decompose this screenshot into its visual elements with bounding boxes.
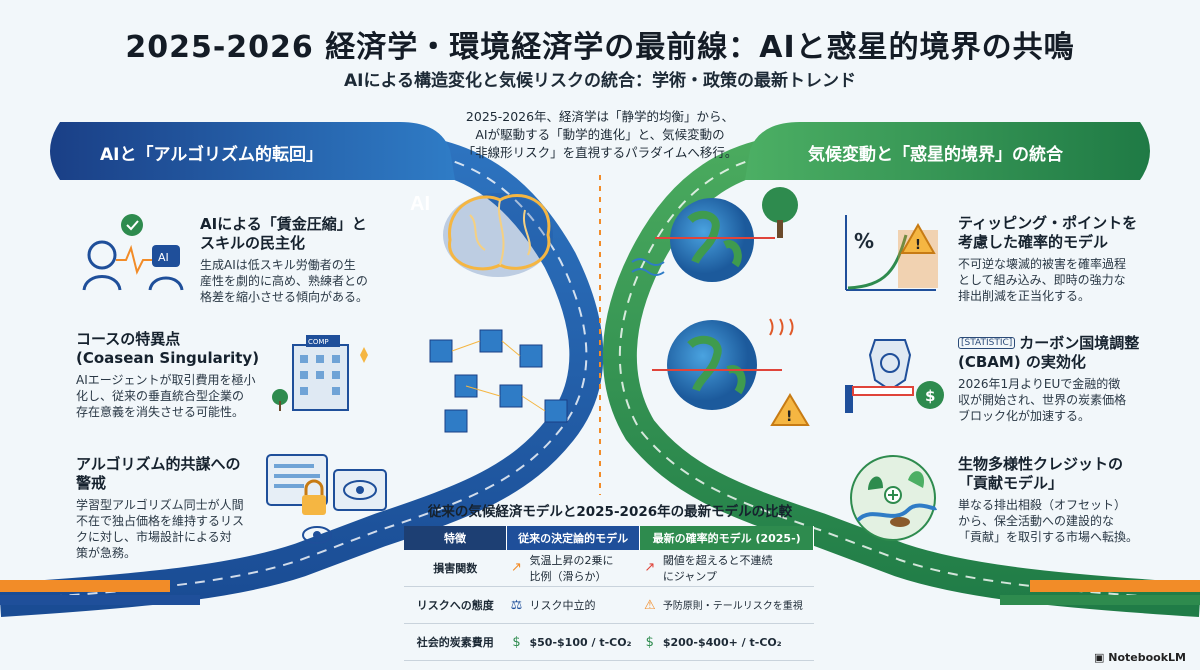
intro-text: 2025-2026年、経済学は「静学的均衡」から、 AIが駆動する「動学的進化」… (450, 108, 750, 162)
statistic-tag: [STATISTIC] (958, 337, 1016, 349)
item-title: コースの特異点 (Coasean Singularity) (76, 330, 260, 367)
waves-icon (631, 258, 665, 276)
item-body: AIエージェントが取引費用を極小 化し、従来の垂直統合型企業の 存在意義を消失さ… (76, 373, 256, 419)
blockchain-network-icon (429, 329, 568, 433)
biodiversity-icon (838, 450, 948, 545)
scale-icon: ⚖ (510, 598, 523, 613)
right-banner-shape (745, 122, 1150, 180)
item-title: 生物多様性クレジットの 「貢献モデル」 (958, 455, 1124, 492)
heat-icon (769, 318, 794, 336)
left-banner-shape (50, 122, 455, 180)
page-subtitle: AIによる構造変化と気候リスクの統合：学術・政策の最新トレンド (344, 71, 856, 91)
row-label: 損害関数 (404, 550, 507, 587)
item-body: 単なる排出相殺（オフセット） から、保全活動への建設的な 「貢献」を取引する市場… (958, 498, 1139, 544)
svg-text:!: ! (786, 409, 792, 425)
intro-line: AIが駆動する「動学的進化」と、気候変動の (475, 127, 725, 142)
left-banner-title: AIと「アルゴリズム的転回」 (100, 145, 323, 165)
row-label: 社会的炭素費用 (404, 623, 507, 661)
item-title: AIによる「賃金圧縮」と スキルの民主化 (200, 215, 367, 252)
left-item-wage-compression: AIによる「賃金圧縮」と スキルの民主化 生成AIは低スキル労働者の生 産性を劇… (200, 215, 400, 305)
carbon-border-icon: $ (840, 335, 950, 420)
warning-icon: ⚠ (643, 598, 656, 613)
percent-label: % (854, 229, 874, 253)
item-title: カーボン国境調整 (CBAM) の実効化 (958, 334, 1140, 371)
comparison-title: 従来の気候経済モデルと2025-2026年の最新モデルの比較 (427, 504, 793, 520)
dollar-label: $ (925, 387, 935, 405)
intro-line: 「非線形リスク」を直視するパラダイムへ移行。 (462, 145, 738, 160)
right-banner-title: 気候変動と「惑星的境界」の統合 (808, 145, 1063, 165)
comp-sign-label: COMP (308, 338, 329, 346)
left-item-coasean-singularity: コースの特異点 (Coasean Singularity) AIエージェントが取… (76, 330, 266, 420)
brain-icon (443, 193, 553, 277)
right-item-cbam: [STATISTIC]カーボン国境調整 (CBAM) の実効化 2026年1月よ… (958, 334, 1188, 424)
table-header: 従来の決定論的モデル (506, 526, 641, 550)
footer-label: NotebookLM (1108, 651, 1186, 664)
table-header: 特徴 (404, 526, 507, 550)
bottom-stripe-right (1030, 580, 1200, 592)
ai-road-label: AI (410, 193, 430, 215)
svg-text:!: ! (915, 238, 921, 253)
item-title: ティッピング・ポイントを 考慮した確率的モデル (958, 214, 1138, 251)
ai-badge-label: AI (158, 251, 169, 264)
right-item-tipping-point: ティッピング・ポイントを 考慮した確率的モデル 不可逆な壊滅的被害を確率過程 と… (958, 214, 1188, 304)
tree-icon (762, 187, 798, 238)
money-stack-icon: $ (645, 634, 654, 650)
left-item-algorithmic-collusion: アルゴリズム的共謀への 警戒 学習型アルゴリズム同士が人間 不在で独占価格を維持… (76, 455, 256, 561)
item-body: 不可逆な壊滅的被害を確率過程 として組み込み、即時の強力な 排出削減を正当化する… (958, 257, 1127, 303)
table-row: 損害関数 ↗ 気温上昇の2乗に 比例（滑らか） ↗ 閾値を超えると不連続 にジャンプ (404, 550, 814, 587)
table-header: 最新の確率的モデル (2025-) (639, 526, 814, 550)
trend-jump-icon: ↗ (644, 560, 656, 575)
dollar-coin-icon: $ (512, 634, 521, 650)
tipping-point-chart-icon: % ! (836, 210, 946, 300)
intro-line: 2025-2026年、経済学は「静学的均衡」から、 (465, 109, 735, 124)
bottom-stripe-left (0, 580, 170, 592)
algorithm-surveillance-icon (262, 450, 392, 550)
trend-smooth-icon: ↗ (511, 560, 522, 575)
comparison-table: 特徴 従来の決定論的モデル 最新の確率的モデル (2025-) 損害関数 ↗ 気温… (404, 526, 814, 661)
item-body: 2026年1月よりEUで金融的徴 収が開始され、世界の炭素価格 ブロック化が加速… (958, 377, 1127, 423)
page-title: 2025-2026 経済学・環境経済学の最前線：AIと惑星的境界の共鳴 (125, 30, 1075, 65)
table-cell: リスク中立的 (529, 599, 596, 612)
company-building-icon: COMP (268, 335, 378, 415)
earth-globe-top-icon (655, 198, 775, 282)
table-cell: 気温上昇の2乗に 比例（滑らか） (529, 554, 614, 583)
warning-sign-icon: ! (770, 393, 810, 426)
table-cell: 予防原則・テールリスクを重視 (662, 601, 803, 612)
ai-assist-icon: AI (72, 210, 192, 300)
right-item-biodiversity: 生物多様性クレジットの 「貢献モデル」 単なる排出相殺（オフセット） から、保全… (958, 455, 1188, 545)
earth-globe-bottom-icon (652, 320, 782, 410)
table-cell: $200-$400+ / t-CO₂ (662, 635, 782, 649)
table-cell: 閾値を超えると不連続 にジャンプ (662, 554, 773, 583)
table-cell: $50-$100 / t-CO₂ (529, 635, 632, 649)
item-title: アルゴリズム的共謀への 警戒 (76, 455, 241, 492)
notebooklm-icon: ▣ (1094, 651, 1109, 664)
footer-logo: ▣ NotebookLM (1094, 651, 1186, 664)
item-body: 生成AIは低スキル労働者の生 産性を劇的に高め、熟練者との 格差を縮小させる傾向… (200, 258, 369, 304)
table-row: 社会的炭素費用 $ $50-$100 / t-CO₂ $ $200-$400+ / … (404, 623, 814, 661)
table-row: リスクへの態度 ⚖ リスク中立的 ⚠ 予防原則・テールリスクを重視 (404, 586, 814, 624)
row-label: リスクへの態度 (404, 586, 507, 624)
item-body: 学習型アルゴリズム同士が人間 不在で独占価格を維持するリス クに対し、市場設計に… (76, 498, 245, 560)
